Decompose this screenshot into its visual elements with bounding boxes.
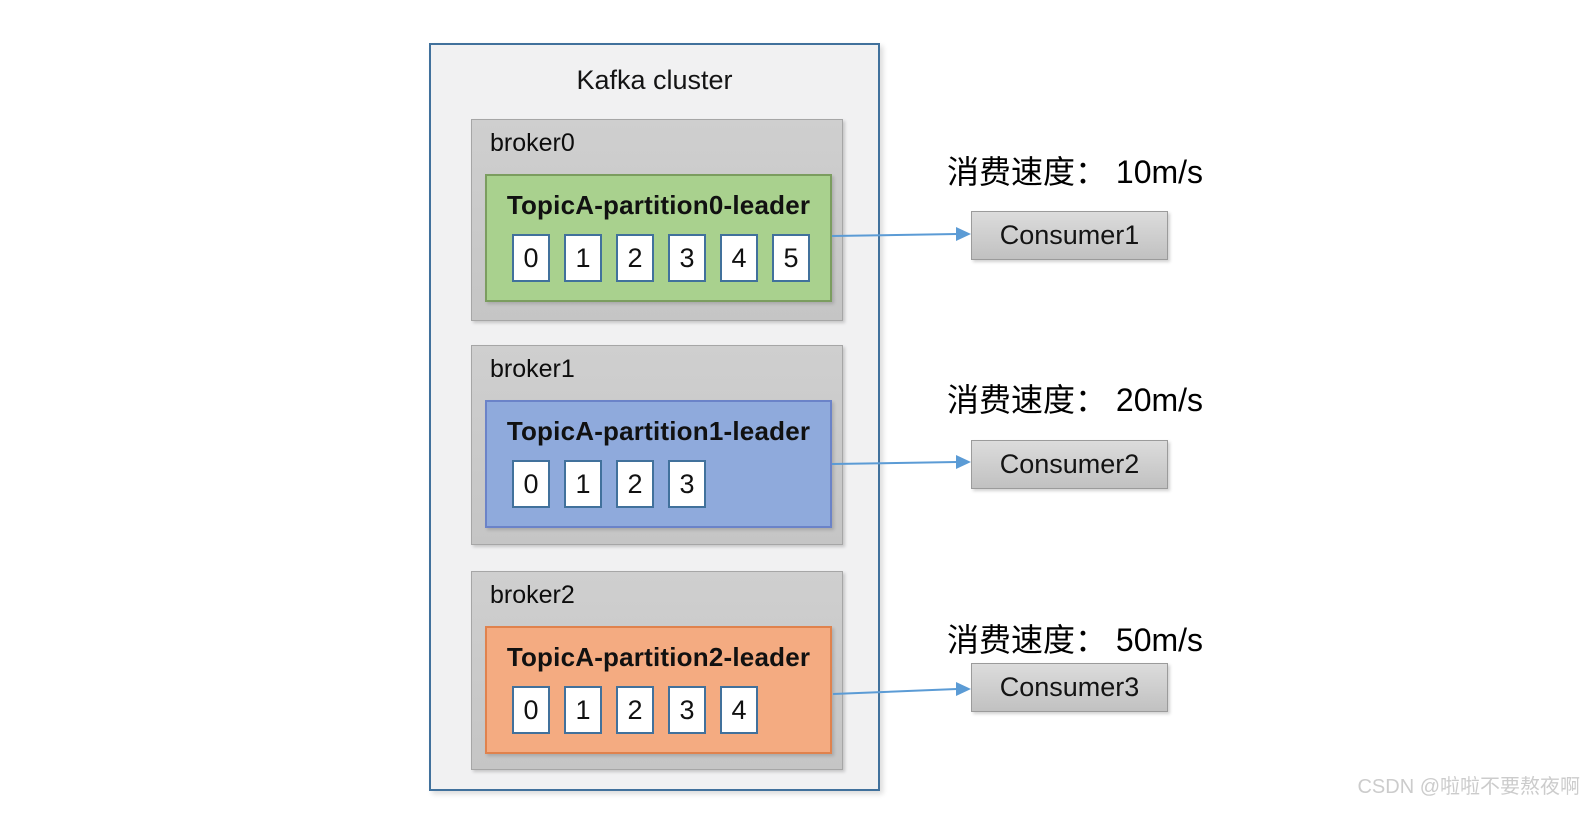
arrow-head-icon [956, 227, 971, 241]
partition2-title: TopicA-partition2-leader [506, 642, 811, 672]
message-cell: 4 [720, 234, 758, 282]
consume-speed-label-3: 消费速度： 50m/s [947, 622, 1204, 658]
message-cell: 0 [512, 460, 550, 508]
message-cell: 3 [668, 234, 706, 282]
cluster-title: Kafka cluster [576, 65, 733, 95]
partition0-cells: 0 1 2 3 4 5 [512, 234, 830, 282]
message-cell: 5 [772, 234, 810, 282]
message-cell: 1 [564, 460, 602, 508]
broker0-label: broker0 [490, 129, 575, 157]
broker1-label: broker1 [490, 355, 575, 383]
message-cell: 1 [564, 686, 602, 734]
message-cell: 2 [616, 460, 654, 508]
consumer3-box: Consumer3 [971, 663, 1168, 712]
kafka-cluster-box: Kafka cluster broker0 TopicA-partition0-… [429, 43, 880, 791]
broker2-box: broker2 TopicA-partition2-leader 0 1 2 3… [471, 571, 843, 770]
partition0-box: TopicA-partition0-leader 0 1 2 3 4 5 [485, 174, 832, 302]
partition2-cells: 0 1 2 3 4 [512, 686, 830, 734]
arrow-head-icon [956, 682, 971, 696]
consumer2-box: Consumer2 [971, 440, 1168, 489]
broker1-box: broker1 TopicA-partition1-leader 0 1 2 3 [471, 345, 843, 545]
message-cell: 2 [616, 234, 654, 282]
consume-speed-label-2: 消费速度： 20m/s [947, 382, 1204, 418]
partition1-title: TopicA-partition1-leader [506, 416, 811, 446]
broker0-box: broker0 TopicA-partition0-leader 0 1 2 3… [471, 119, 843, 321]
broker2-label: broker2 [490, 581, 575, 609]
csdn-watermark: CSDN @啦啦不要熬夜啊 [1357, 776, 1580, 798]
arrow-head-icon [956, 455, 971, 469]
consume-speed-label-1: 消费速度： 10m/s [947, 154, 1204, 190]
partition0-title: TopicA-partition0-leader [506, 190, 811, 220]
message-cell: 1 [564, 234, 602, 282]
message-cell: 3 [668, 460, 706, 508]
partition2-box: TopicA-partition2-leader 0 1 2 3 4 [485, 626, 832, 754]
consumer1-box: Consumer1 [971, 211, 1168, 260]
partition1-box: TopicA-partition1-leader 0 1 2 3 [485, 400, 832, 528]
message-cell: 3 [668, 686, 706, 734]
message-cell: 0 [512, 234, 550, 282]
message-cell: 4 [720, 686, 758, 734]
message-cell: 0 [512, 686, 550, 734]
message-cell: 2 [616, 686, 654, 734]
partition1-cells: 0 1 2 3 [512, 460, 830, 508]
